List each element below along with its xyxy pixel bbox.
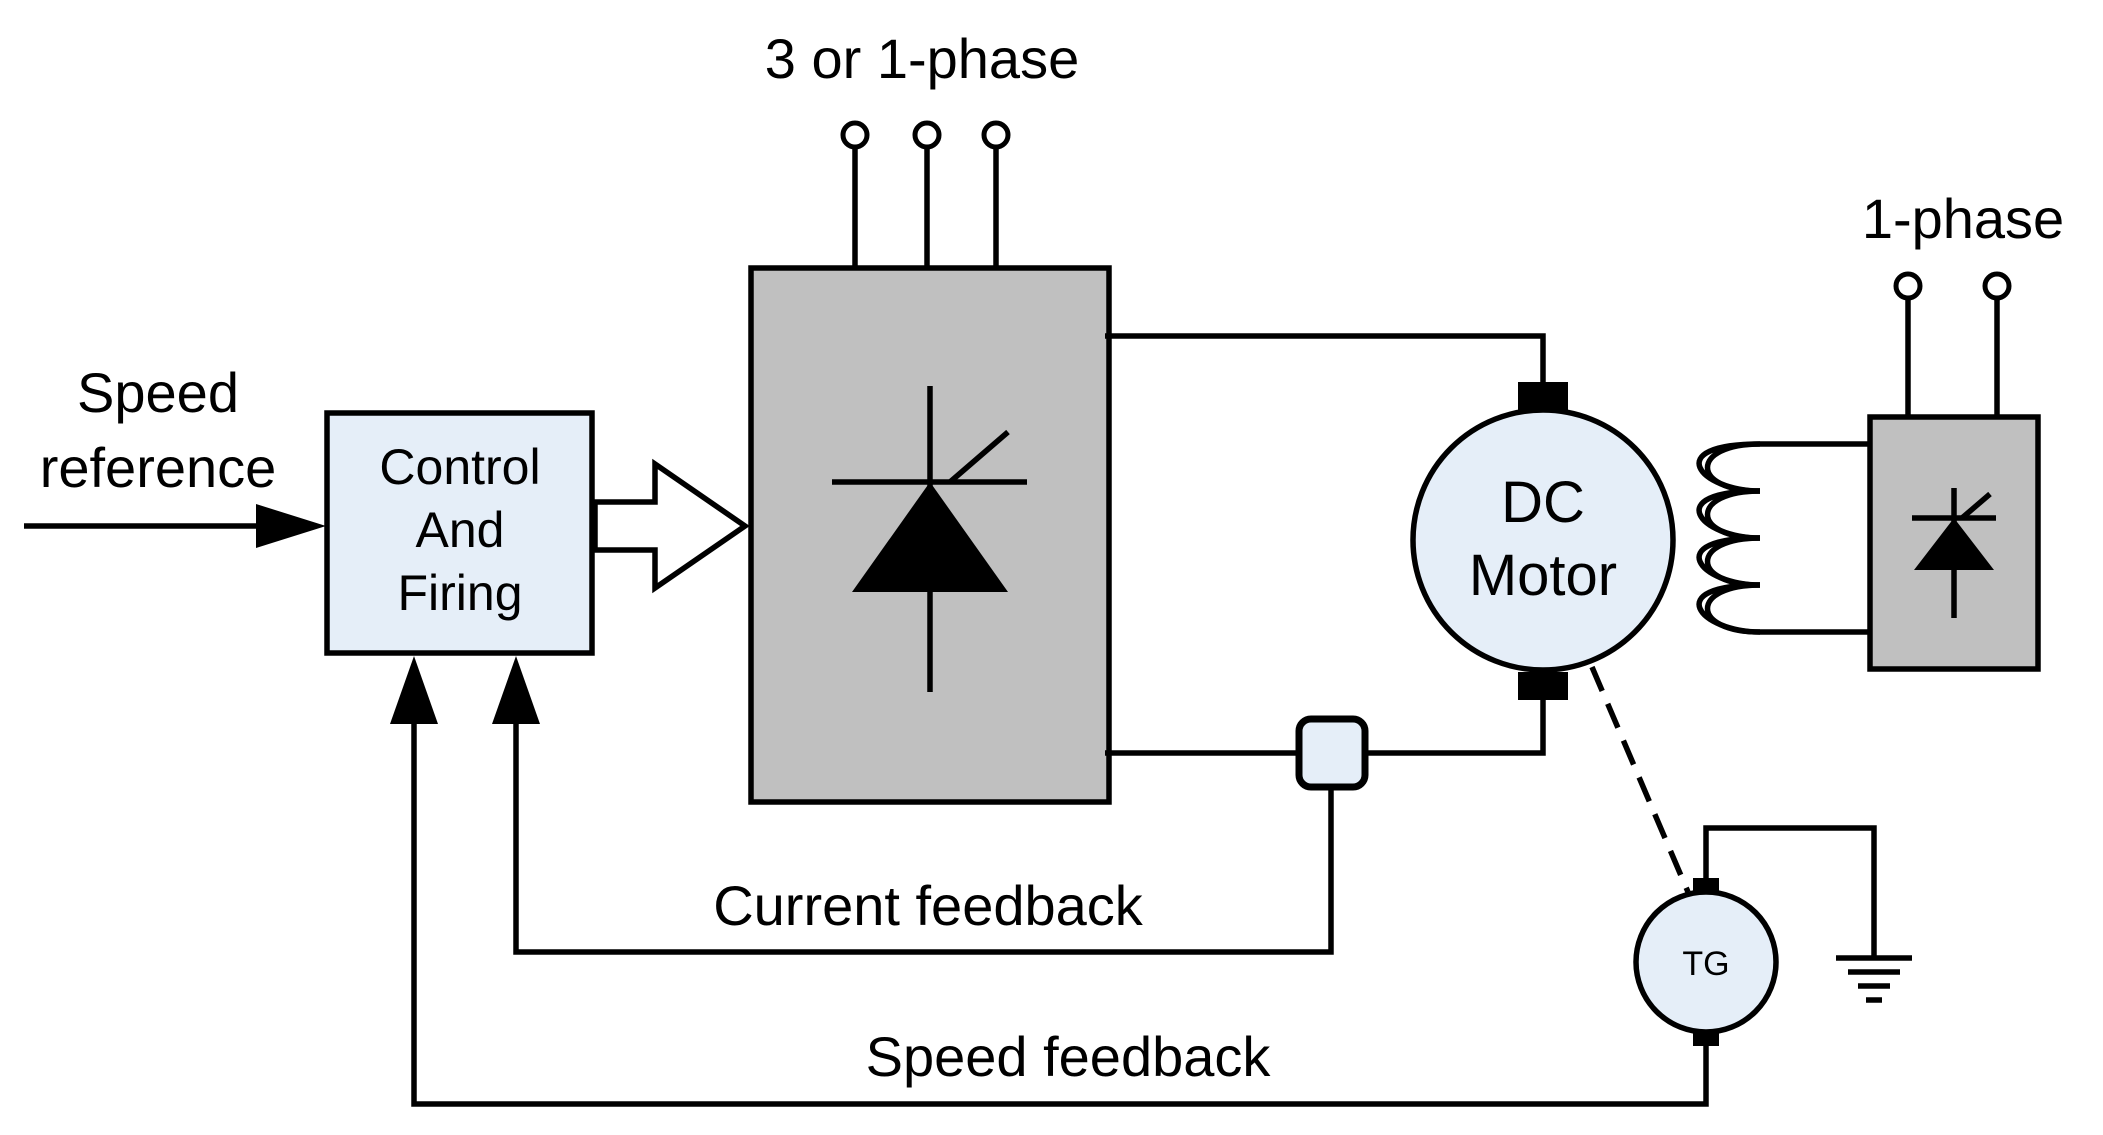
field-coil <box>1696 441 1870 635</box>
motor-label-1: DC <box>1501 470 1585 535</box>
tachogenerator <box>1633 889 1779 1035</box>
field-supply-terminals <box>1893 271 2012 417</box>
thyristor-symbol-main <box>832 386 1027 692</box>
tachogenerator-label: TG <box>1682 945 1729 983</box>
firing-signal-arrow <box>592 458 750 594</box>
speed-reference-label-2: reference <box>40 436 277 499</box>
mechanical-coupling <box>1589 665 1691 894</box>
current-feedback-label: Current feedback <box>713 874 1144 937</box>
current-sensor <box>1295 715 1369 791</box>
speed-reference-label-1: Speed <box>77 361 239 424</box>
speed-feedback-label: Speed feedback <box>866 1025 1272 1088</box>
ground-icon <box>1703 825 1912 1003</box>
main-supply-terminals <box>840 120 1011 268</box>
control-label-1: Control <box>379 439 540 495</box>
motor-label-2: Motor <box>1469 543 1617 608</box>
control-label-2: And <box>416 502 505 558</box>
current-feedback-line <box>492 656 1334 955</box>
speed-reference-arrow <box>24 504 326 548</box>
field-supply-label: 1-phase <box>1862 187 2064 250</box>
motor-bottom-brush <box>1518 672 1568 700</box>
control-label-3: Firing <box>397 565 522 621</box>
main-supply-label: 3 or 1-phase <box>765 27 1079 90</box>
speed-feedback-line <box>390 656 1709 1107</box>
control-firing-block <box>324 410 595 656</box>
thyristor-symbol-field <box>1912 488 1996 618</box>
dc-motor <box>1410 407 1676 673</box>
motor-top-brush <box>1518 382 1568 410</box>
armature-wiring <box>1105 333 1546 756</box>
